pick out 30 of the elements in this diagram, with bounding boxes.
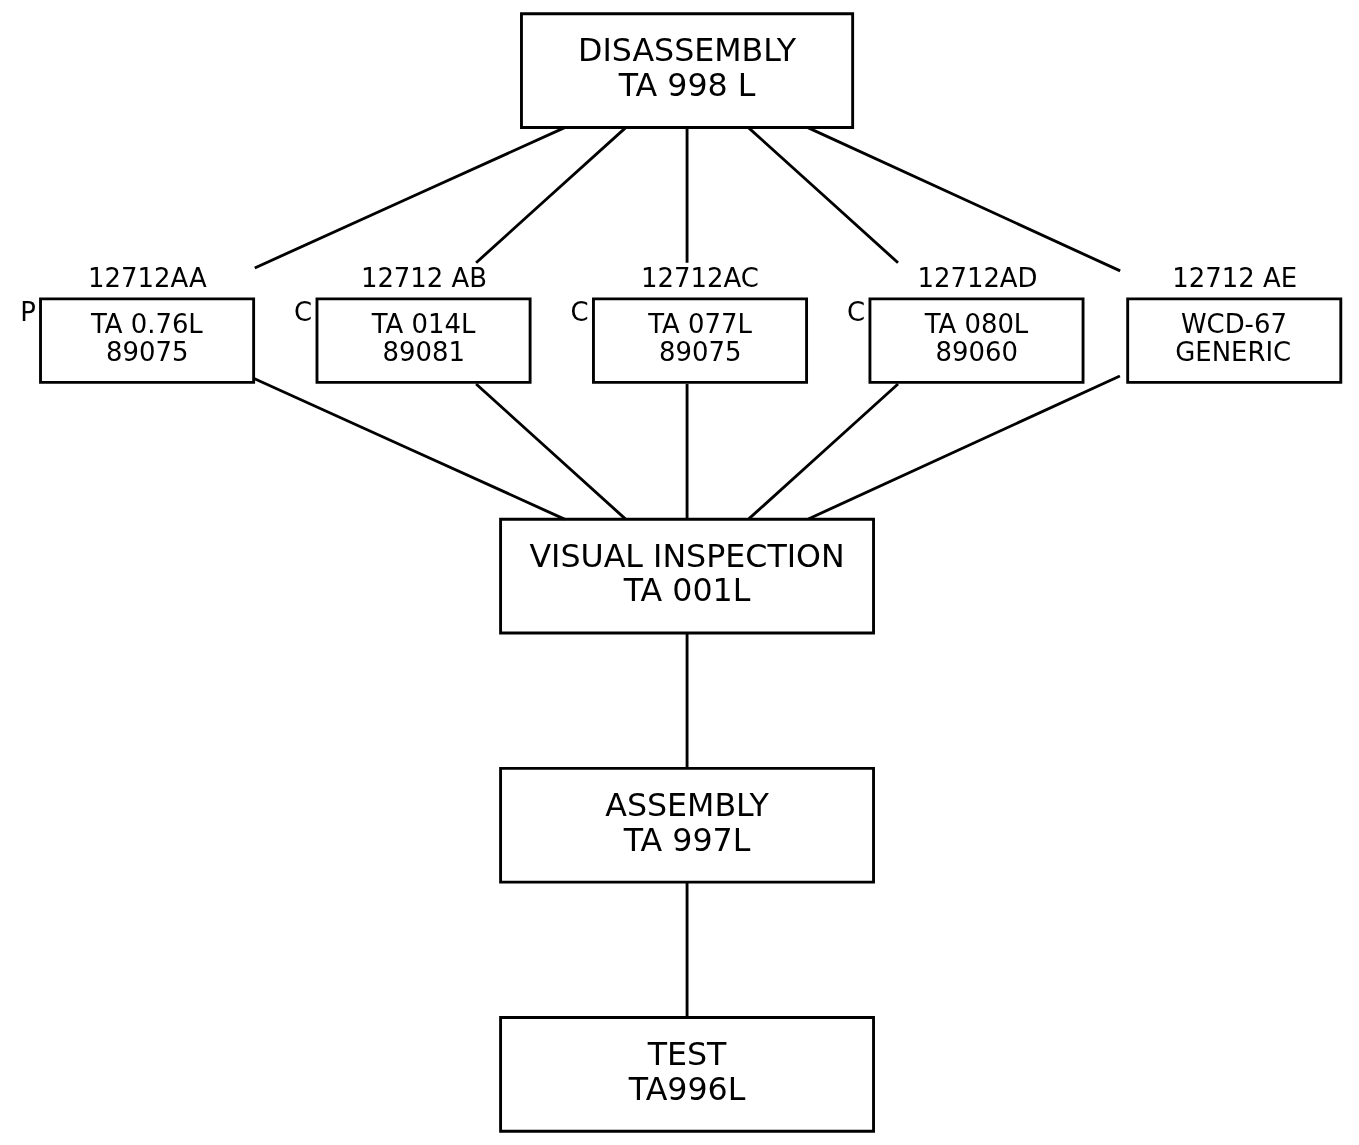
node-box: WCD-67 GENERIC [1126, 297, 1343, 384]
node-box: TA 077L 89075 [592, 297, 809, 384]
connector [475, 382, 627, 520]
node-box: TA 0.76L 89075 [39, 297, 256, 384]
node-label: 12712AC [640, 262, 759, 293]
connector [747, 382, 899, 520]
node-label: 12712AA [88, 262, 207, 293]
connector [254, 126, 566, 270]
node-label: 12712 AB [360, 262, 488, 293]
connector [685, 384, 689, 519]
node-box: ASSEMBLY TA 997L [499, 766, 875, 884]
connector [807, 126, 1121, 273]
connector [253, 377, 566, 521]
node-label: C [293, 297, 313, 328]
connector [685, 127, 689, 263]
node-label: 12712AD [917, 262, 1038, 293]
node-label: 12712 AE [1172, 262, 1298, 293]
node-box: VISUAL INSPECTION TA 001L [499, 517, 875, 635]
node-box: DISASSEMBLY TA 998 L [520, 12, 855, 129]
connector [685, 633, 689, 769]
node-label: P [20, 297, 36, 328]
connector [807, 374, 1121, 521]
node-label: C [570, 297, 589, 328]
connector [475, 126, 627, 264]
node-label: C [846, 297, 865, 328]
node-box: TA 080L 89060 [868, 297, 1085, 384]
connector [685, 882, 689, 1018]
node-box: TEST TA996L [499, 1016, 875, 1133]
node-box: TA 014L 89081 [315, 297, 532, 384]
connector [747, 126, 899, 264]
